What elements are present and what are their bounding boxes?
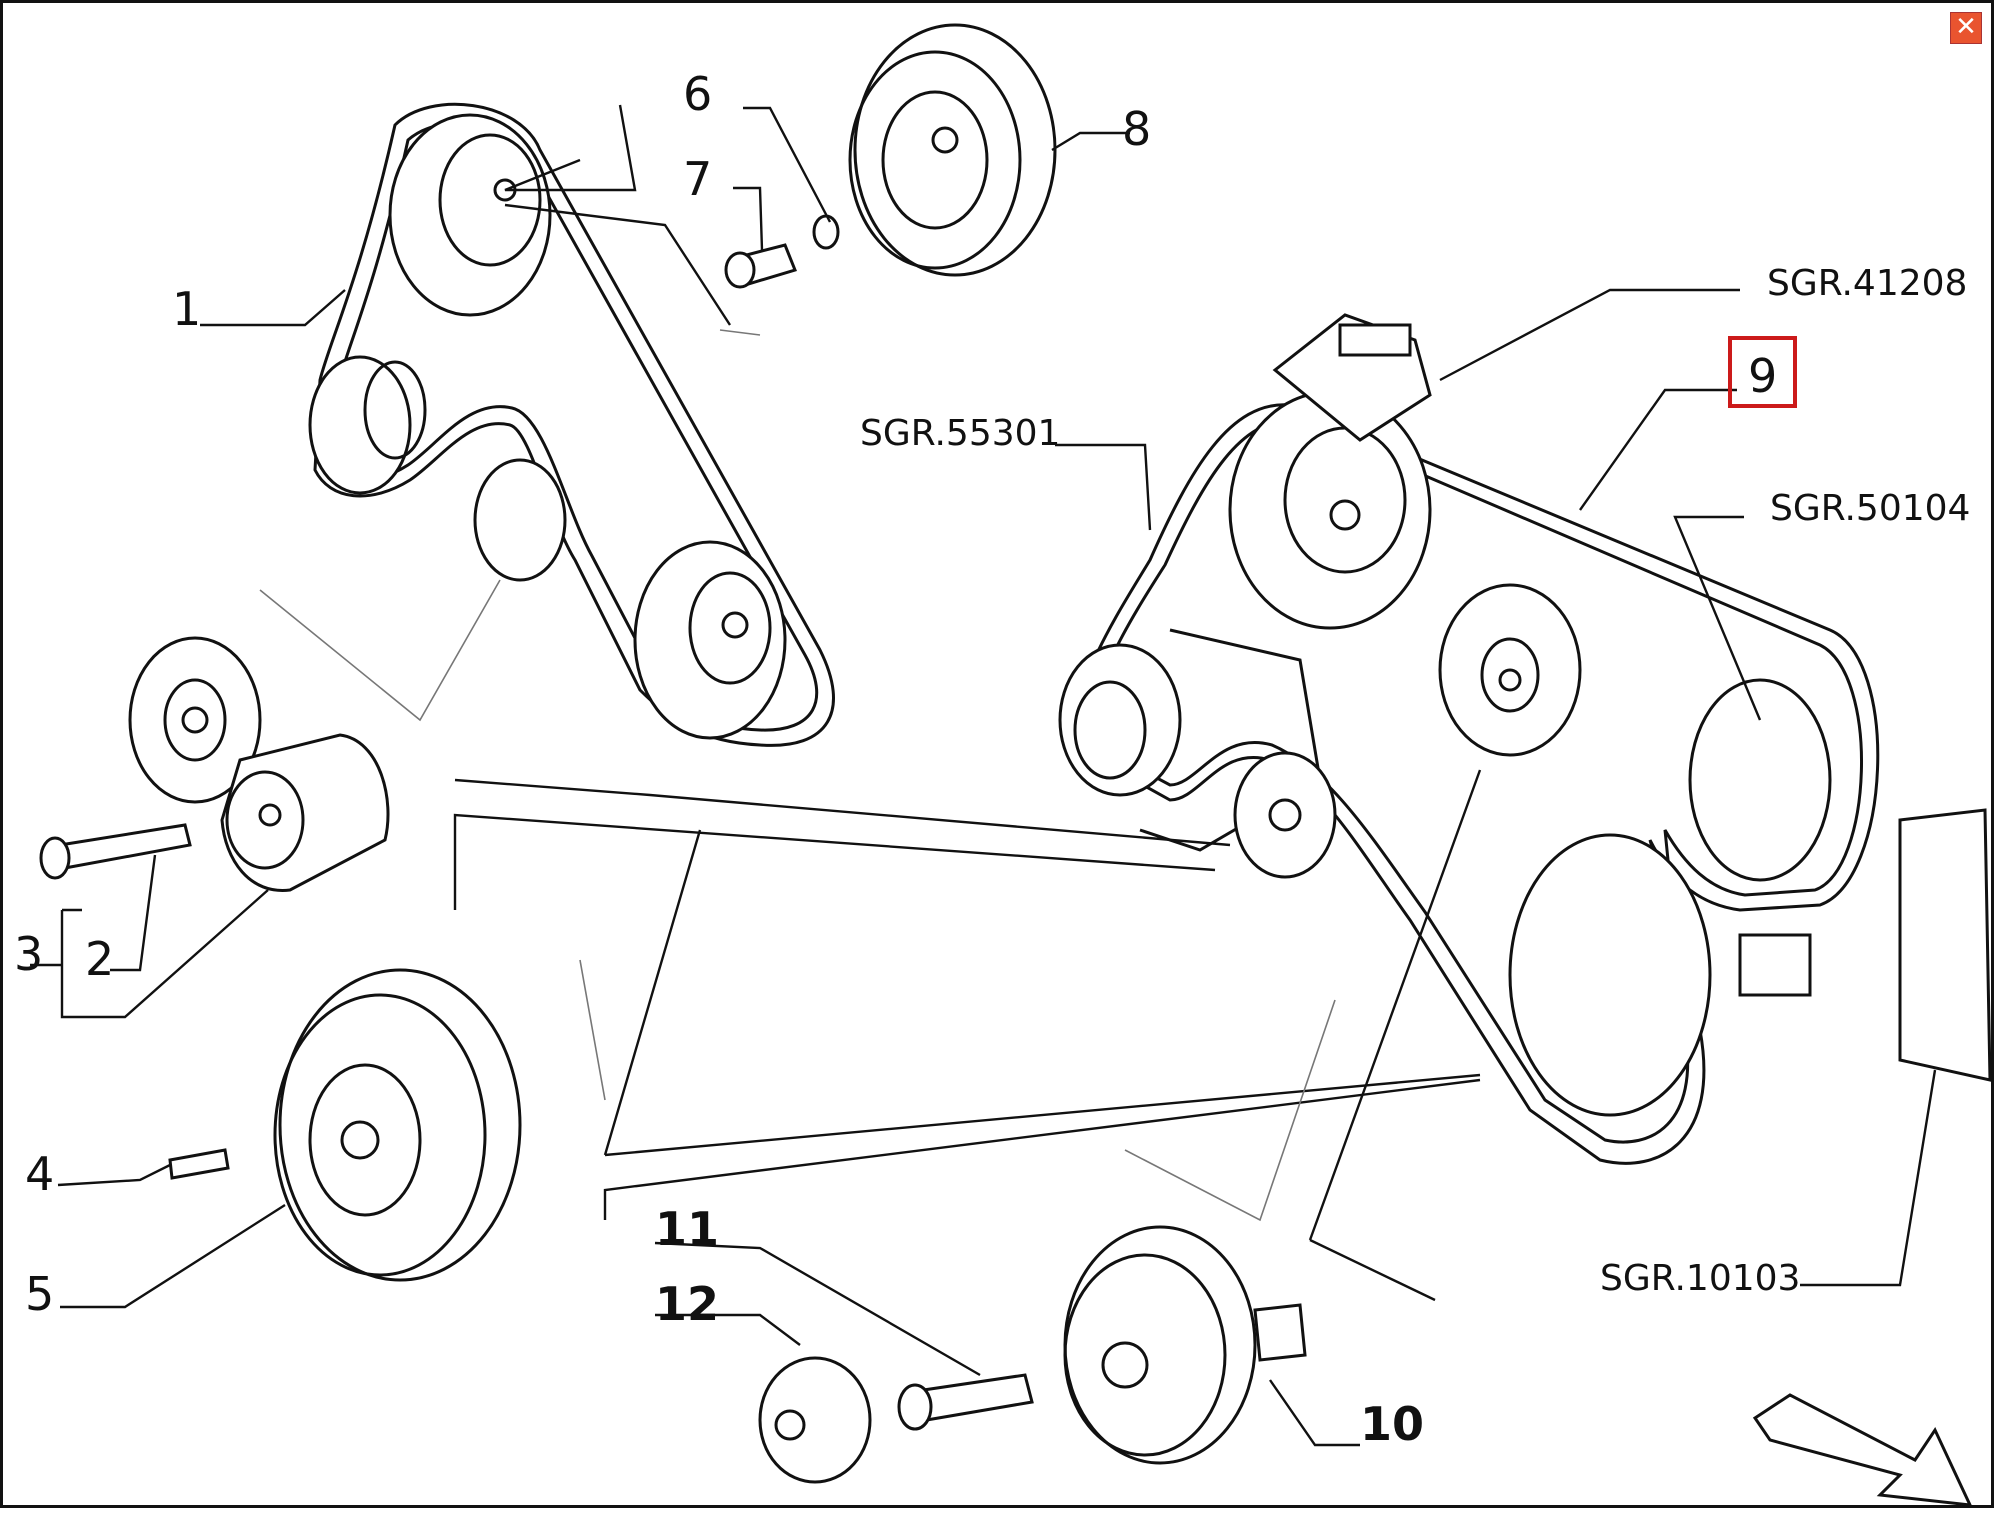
pulley-center-left — [633, 540, 787, 740]
label-1: 1 — [172, 282, 201, 336]
label-7: 7 — [683, 152, 712, 206]
label-9: 9 — [1748, 349, 1777, 403]
compressor-top — [1272, 313, 1432, 442]
label-sgr-10103: SGR.10103 — [1600, 1258, 1800, 1299]
part-3-bolt — [39, 823, 192, 880]
idler-left-upper — [308, 355, 427, 495]
crankshaft — [1738, 808, 1992, 1082]
direction-arrow-icon — [1752, 1393, 1973, 1507]
pulley-top-left — [388, 113, 552, 317]
label-12: 12 — [655, 1277, 719, 1331]
highlight-box-9[interactable] — [1728, 336, 1797, 408]
label-10: 10 — [1360, 1397, 1424, 1451]
pulley-right-large — [1688, 678, 1832, 882]
label-6: 6 — [683, 67, 712, 121]
idler-right-small — [1233, 751, 1337, 879]
part-12-cap — [758, 1356, 872, 1484]
crank-pulley — [1508, 833, 1712, 1117]
part-10-idler — [1063, 1225, 1307, 1465]
part-11-bolt — [897, 1373, 1034, 1431]
alternator-pulley — [1228, 390, 1432, 630]
leader-lines — [30, 106, 1937, 1447]
label-sgr-50104: SGR.50104 — [1770, 488, 1970, 529]
part-5-pulley — [273, 968, 522, 1282]
part-6-washer — [812, 214, 840, 250]
close-icon: ✕ — [1955, 12, 1977, 42]
part-8-pulley — [848, 23, 1057, 277]
explosion-lines — [259, 104, 1482, 1302]
part-7-bolt — [724, 243, 798, 289]
idler-right-upper — [1438, 583, 1582, 757]
label-3: 3 — [14, 927, 43, 981]
label-sgr-41208: SGR.41208 — [1767, 263, 1967, 304]
label-sgr-55301: SGR.55301 — [860, 413, 1060, 454]
belt-9 — [1074, 403, 1880, 1165]
label-2: 2 — [85, 932, 114, 986]
close-button[interactable]: ✕ — [1950, 12, 1982, 44]
label-4: 4 — [25, 1147, 54, 1201]
idler-left-lower — [473, 458, 567, 582]
label-5: 5 — [25, 1267, 54, 1321]
label-8: 8 — [1122, 102, 1151, 156]
part-2-tensioner — [128, 636, 390, 892]
part-4-bolt — [168, 1148, 230, 1180]
label-11: 11 — [655, 1202, 719, 1256]
